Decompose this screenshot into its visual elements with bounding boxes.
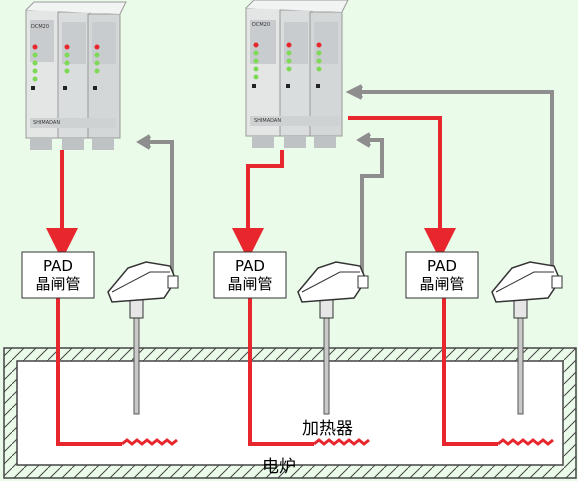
module-brand-label: SHIMADAN	[33, 120, 61, 126]
pad-label-line2: 晶闸管	[419, 275, 465, 293]
controller-group-right	[245, 0, 349, 148]
pad-label-line1: PAD	[427, 257, 457, 275]
heater-coil-3	[497, 438, 554, 446]
signal-line-3	[356, 90, 554, 282]
power-line-2	[232, 150, 284, 260]
pad-label-line1: PAD	[43, 257, 73, 275]
pad-box-2	[213, 251, 287, 299]
signal-line-2	[360, 138, 384, 282]
power-line-3	[348, 116, 456, 260]
module-model-label: DCM20	[31, 24, 50, 30]
furnace-label: 电炉	[262, 457, 296, 477]
pad-label-line1: PAD	[235, 257, 265, 275]
signal-lines	[136, 84, 554, 282]
heater-run-3	[442, 298, 498, 446]
signal-line-1	[144, 140, 174, 282]
controller-group-left	[25, 1, 127, 150]
pad-box-1	[21, 251, 95, 299]
heater-run-1	[56, 298, 122, 446]
thermocouple-2	[297, 261, 369, 415]
pad-box-label: PAD 晶闸管	[22, 257, 94, 293]
heater-run-2	[248, 298, 314, 446]
thermocouple-1	[107, 261, 179, 415]
heater-coil-2	[313, 438, 370, 446]
module-model-label: DCM20	[252, 22, 271, 28]
thermocouple-3	[491, 261, 563, 415]
pad-label-line2: 晶闸管	[227, 275, 273, 293]
power-lines	[46, 116, 456, 260]
pad-box-label: PAD 晶闸管	[214, 257, 286, 293]
heater-coil-1	[121, 438, 178, 446]
heater-runs	[56, 298, 554, 446]
heater-label: 加热器	[302, 419, 353, 439]
pad-box-label: PAD 晶闸管	[406, 257, 478, 293]
pad-box-3	[405, 251, 479, 299]
module-brand-label: SHIMADAN	[254, 118, 282, 124]
pad-label-line2: 晶闸管	[35, 275, 81, 293]
furnace	[3, 347, 577, 479]
